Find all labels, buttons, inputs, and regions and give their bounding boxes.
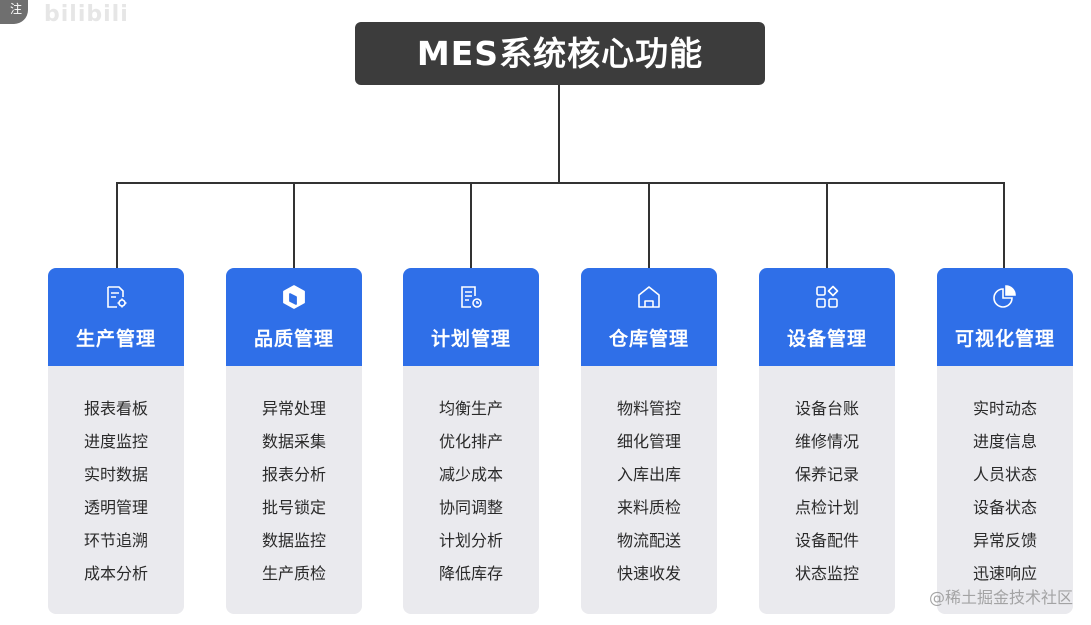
trunk-connector [558,85,560,184]
module-card-visualization: 可视化管理 实时动态 进度信息 人员状态 设备状态 异常反馈 迅速响应 [937,268,1073,614]
module-card-production: 生产管理 报表看板 进度监控 实时数据 透明管理 环节追溯 成本分析 [48,268,184,614]
module-title: 生产管理 [75,328,156,350]
module-header: 品质管理 [226,268,362,366]
diagram-title: MES系统核心功能 [355,22,765,85]
list-item: 成本分析 [83,564,148,583]
warehouse-icon [638,286,660,308]
list-item: 快速收发 [616,564,681,583]
bilibili-logo: bilibili [44,2,129,27]
list-item: 设备台账 [794,399,859,418]
module-header: 计划管理 [403,268,539,366]
list-item: 人员状态 [972,465,1037,484]
pie-chart-icon [993,285,1016,308]
module-title: 设备管理 [786,328,867,350]
list-item: 维修情况 [794,432,859,451]
source-watermark: @稀土掘金技术社区 [928,588,1073,607]
list-item: 入库出库 [616,465,681,484]
list-item: 细化管理 [616,432,681,451]
module-header: 生产管理 [48,268,184,366]
module-title: 仓库管理 [608,328,689,350]
list-item: 迅速响应 [972,564,1037,583]
module-items: 物料管控 细化管理 入库出库 来料质检 物流配送 快速收发 [581,366,717,614]
list-item: 状态监控 [794,564,859,583]
list-item: 环节追溯 [83,531,148,550]
list-item: 数据采集 [261,432,326,451]
list-item: 点检计划 [794,498,859,517]
box-icon [283,285,305,309]
module-title: 可视化管理 [954,328,1055,350]
module-items: 报表看板 进度监控 实时数据 透明管理 环节追溯 成本分析 [48,366,184,614]
list-item: 保养记录 [794,465,859,484]
list-item: 降低库存 [438,564,503,583]
list-item: 报表分析 [261,465,326,484]
module-card-planning: 计划管理 均衡生产 优化排产 减少成本 协同调整 计划分析 降低库存 [403,268,539,614]
list-item: 计划分析 [438,531,503,550]
corner-badge: 注 [0,0,28,24]
module-card-warehouse: 仓库管理 物料管控 细化管理 入库出库 来料质检 物流配送 快速收发 [581,268,717,614]
list-item: 报表看板 [83,399,148,418]
module-title: 品质管理 [253,328,334,350]
branch-connector [293,182,295,268]
list-item: 异常处理 [261,399,326,418]
list-item: 透明管理 [83,498,148,517]
branch-connector [470,182,472,268]
module-items: 均衡生产 优化排产 减少成本 协同调整 计划分析 降低库存 [403,366,539,614]
list-item: 进度监控 [83,432,148,451]
module-items: 实时动态 进度信息 人员状态 设备状态 异常反馈 迅速响应 [937,366,1073,614]
report-gear-icon [107,286,127,308]
list-item: 实时数据 [83,465,148,484]
corner-badge-text: 注 [9,2,22,16]
module-header: 设备管理 [759,268,895,366]
horizontal-connector [116,182,1004,184]
branch-connector [648,182,650,268]
module-title: 计划管理 [430,328,511,350]
branch-connector [1003,182,1005,268]
grid-icon [816,285,839,308]
list-item: 异常反馈 [972,531,1037,550]
list-item: 来料质检 [616,498,681,517]
module-header: 仓库管理 [581,268,717,366]
list-item: 均衡生产 [438,399,503,418]
list-item: 物料管控 [616,399,681,418]
list-item: 生产质检 [261,564,326,583]
branch-connector [826,182,828,268]
list-item: 进度信息 [972,432,1037,451]
module-items: 异常处理 数据采集 报表分析 批号锁定 数据监控 生产质检 [226,366,362,614]
list-item: 数据监控 [261,531,326,550]
list-item: 批号锁定 [261,498,326,517]
list-item: 协同调整 [438,498,503,517]
module-items: 设备台账 维修情况 保养记录 点检计划 设备配件 状态监控 [759,366,895,614]
list-item: 减少成本 [438,465,503,484]
branch-connector [116,182,118,268]
list-item: 设备状态 [972,498,1037,517]
module-card-quality: 品质管理 异常处理 数据采集 报表分析 批号锁定 数据监控 生产质检 [226,268,362,614]
module-header: 可视化管理 [937,268,1073,366]
document-clock-icon [461,286,482,308]
list-item: 实时动态 [972,399,1037,418]
list-item: 物流配送 [616,531,681,550]
list-item: 设备配件 [794,531,859,550]
module-card-equipment: 设备管理 设备台账 维修情况 保养记录 点检计划 设备配件 状态监控 [759,268,895,614]
list-item: 优化排产 [438,432,503,451]
